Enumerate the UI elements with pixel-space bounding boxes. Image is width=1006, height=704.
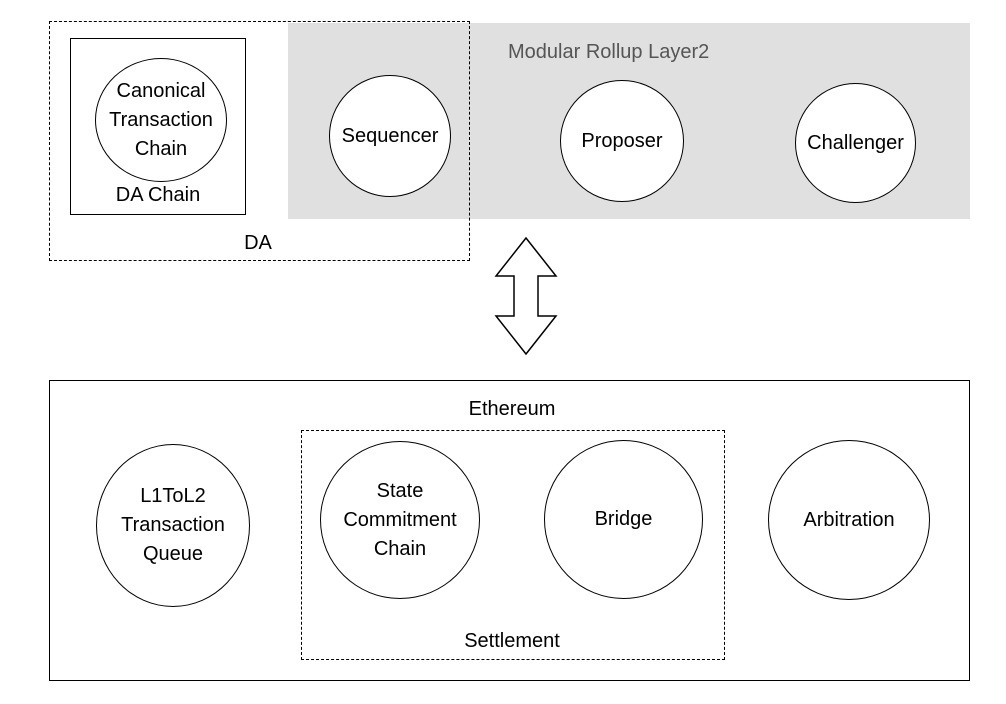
settlement-label: Settlement	[464, 630, 560, 652]
arbitration-node: Arbitration	[768, 440, 930, 600]
challenger-node: Challenger	[795, 83, 916, 203]
canonical-transaction-chain-label: Canonical Transaction Chain	[109, 79, 213, 160]
arrow-shape	[494, 236, 558, 356]
sequencer-node: Sequencer	[329, 75, 451, 197]
l1tol2-transaction-queue-label: L1ToL2 Transaction Queue	[121, 485, 225, 565]
state-commitment-chain-node: State Commitment Chain	[320, 441, 480, 599]
canonical-transaction-chain-node: Canonical Transaction Chain	[95, 58, 227, 182]
sequencer-label: Sequencer	[341, 124, 439, 147]
l1tol2-transaction-queue-node: L1ToL2 Transaction Queue	[96, 444, 250, 607]
da-label: DA	[244, 232, 272, 254]
settlement-group	[301, 430, 725, 660]
ethereum-label: Ethereum	[468, 398, 556, 420]
bridge-label: Bridge	[594, 508, 653, 530]
bridge-node: Bridge	[544, 440, 703, 599]
layer2-title: Modular Rollup Layer2	[508, 41, 710, 63]
challenger-label: Challenger	[807, 131, 904, 154]
ethereum-box	[49, 380, 970, 681]
proposer-node: Proposer	[560, 80, 684, 202]
da-chain-box	[70, 38, 246, 215]
da-chain-label: DA Chain	[115, 184, 201, 206]
da-group	[49, 21, 470, 261]
proposer-label: Proposer	[581, 129, 663, 152]
arbitration-label: Arbitration	[803, 508, 895, 531]
state-commitment-chain-label: State Commitment Chain	[343, 479, 457, 560]
